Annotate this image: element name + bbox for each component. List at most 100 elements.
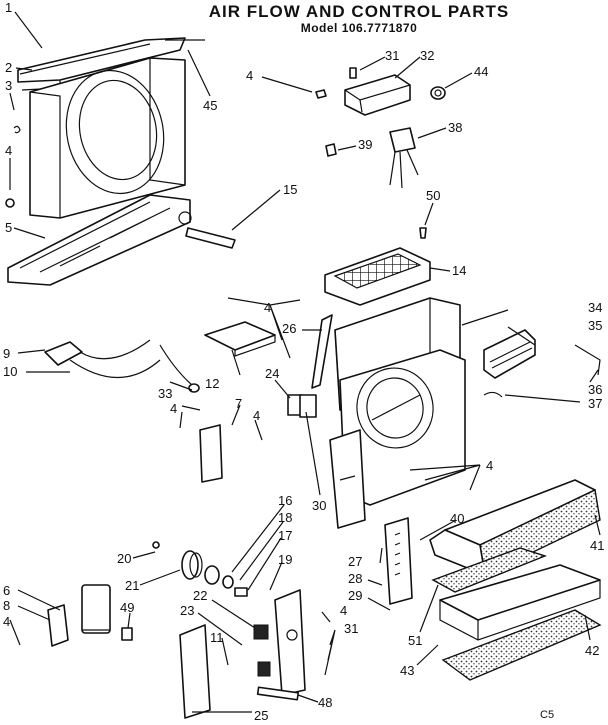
callout-label: 4 [264, 300, 271, 315]
callout-label: 4 [486, 458, 493, 473]
callout-label: 40 [450, 511, 464, 526]
callout-label: 4 [170, 401, 177, 416]
diagram-title: AIR FLOW AND CONTROL PARTS [208, 2, 510, 21]
callout-label: 38 [448, 120, 462, 135]
part-screw [349, 67, 357, 79]
callout-label: 15 [283, 182, 297, 197]
callout-label: 31 [344, 621, 358, 636]
callout-label: 8 [3, 598, 10, 613]
part-strip-bracket [311, 314, 333, 389]
part-bracket-7 [199, 424, 223, 483]
callout-label: 33 [158, 386, 172, 401]
callout-label: 21 [125, 578, 139, 593]
callout-label: 43 [400, 663, 414, 678]
callout-label: 4 [5, 143, 12, 158]
callout-label: 16 [278, 493, 292, 508]
part-front-shroud [29, 57, 186, 219]
part-strap [47, 604, 69, 647]
callout-label: 44 [474, 64, 488, 79]
callout-label: 30 [312, 498, 326, 513]
part-filter-pad [431, 547, 548, 593]
callout-label: 51 [408, 633, 422, 648]
callout-label: 23 [180, 603, 194, 618]
part-partition [329, 429, 366, 529]
callout-label: 29 [348, 588, 362, 603]
part-knob-11 [257, 661, 271, 677]
part-clip-39 [325, 143, 337, 157]
part-relay [287, 394, 317, 418]
callout-label: 5 [5, 220, 12, 235]
part-screw [315, 89, 327, 99]
callout-label: 34 [588, 300, 602, 315]
part-ground-wire [159, 344, 193, 386]
callout-label: 4 [3, 614, 10, 629]
callout-label: 14 [452, 263, 466, 278]
callout-label: 41 [590, 538, 604, 553]
callout-label: 27 [348, 554, 362, 569]
callout-label: 4 [253, 408, 260, 423]
part-knob-44 [430, 86, 446, 100]
callout-label: 28 [348, 571, 362, 586]
part-bottom-pad [441, 609, 602, 681]
callout-label: 50 [426, 188, 440, 203]
part-power-cord [44, 339, 161, 378]
callout-label: 20 [117, 551, 131, 566]
part-filter-grille [324, 247, 431, 306]
part-capacitor [81, 584, 111, 634]
callout-label: 36 [588, 382, 602, 397]
part-clip [13, 125, 21, 134]
callout-label: 17 [278, 528, 292, 543]
callout-label: 25 [254, 708, 268, 723]
part-rod-36 [574, 344, 601, 376]
callout-label: 49 [120, 600, 134, 615]
callout-label: 9 [3, 346, 10, 361]
model-number: Model 106.7771870 [300, 21, 418, 35]
part-screw [5, 198, 15, 208]
callout-label: 2 [5, 60, 12, 75]
part-clip-49 [121, 627, 133, 641]
part-switch [389, 127, 419, 189]
callout-label: 1 [5, 0, 12, 15]
part-control-bracket [344, 74, 411, 116]
callout-label: 48 [318, 695, 332, 710]
part-perforated-plate [384, 517, 413, 605]
callout-label: 4 [246, 68, 253, 83]
callout-label: 7 [235, 396, 242, 411]
part-motor-hub [181, 550, 248, 597]
callout-label: 19 [278, 552, 292, 567]
callout-label: 24 [265, 366, 279, 381]
callout-label: 39 [358, 137, 372, 152]
part-top-panel [17, 37, 186, 91]
callout-label: 35 [588, 318, 602, 333]
part-screw [419, 227, 427, 239]
part-control-housing [179, 624, 211, 719]
callout-label: 11 [210, 630, 224, 645]
part-main-housing [334, 297, 466, 506]
leader-lines [9, 11, 601, 713]
callout-label: 32 [420, 48, 434, 63]
callout-label: 22 [193, 588, 207, 603]
callout-label: 42 [585, 643, 599, 658]
callout-label: 45 [203, 98, 217, 113]
part-ring-terminal [188, 383, 200, 393]
part-drain-tube [185, 227, 236, 249]
callout-label: 10 [3, 364, 17, 379]
part-drip-tray [439, 564, 601, 641]
callout-label: 26 [282, 321, 296, 336]
callout-labels: 1 2 3 4 5 45 15 4 31 32 44 39 38 50 14 4… [3, 0, 604, 723]
callout-label: 37 [588, 396, 602, 411]
callout-label: 12 [205, 376, 219, 391]
callout-label: 31 [385, 48, 399, 63]
callout-label: 18 [278, 510, 292, 525]
part-base-pan [7, 194, 192, 286]
part-clip-37 [483, 391, 503, 398]
callout-label: 6 [3, 583, 10, 598]
part-screw [152, 541, 160, 549]
part-terminal-block [483, 329, 536, 379]
part-strip-48 [256, 686, 300, 701]
callout-label: 3 [5, 78, 12, 93]
part-knob-22 [253, 624, 269, 640]
callout-label: 4 [340, 603, 347, 618]
